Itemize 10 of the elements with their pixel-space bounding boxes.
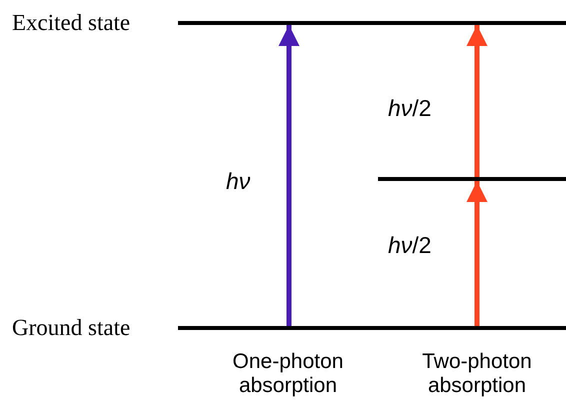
edge-label: hν/2: [388, 95, 432, 121]
arrow: [466, 181, 488, 326]
edge-label: hν: [226, 168, 250, 194]
level-label: Ground state: [12, 315, 130, 341]
caption-text: Two-photon absorption: [421, 350, 533, 398]
caption-text: One-photon absorption: [232, 350, 344, 398]
edge-label: hν/2: [388, 232, 432, 258]
level-label: Excited state: [12, 10, 130, 36]
arrow: [466, 25, 488, 177]
arrow: [278, 25, 300, 326]
